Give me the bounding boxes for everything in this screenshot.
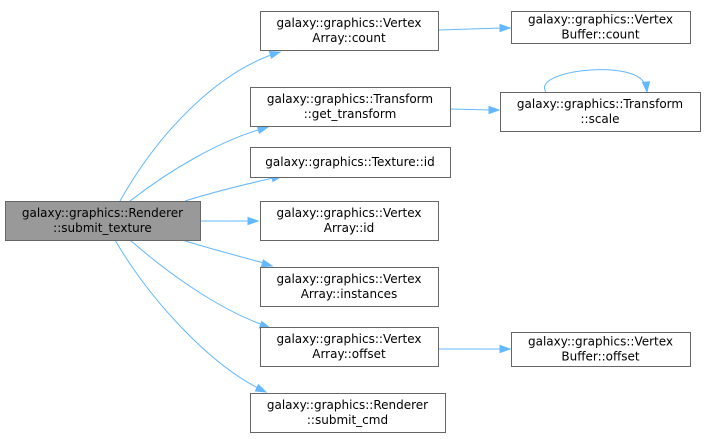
node-box <box>260 201 439 241</box>
node-label-line: Array::count <box>312 31 386 45</box>
node-box <box>5 201 201 241</box>
arrowhead <box>256 125 270 135</box>
edge-line <box>129 126 269 202</box>
arrowhead <box>260 259 274 268</box>
node-box <box>260 267 439 307</box>
node-label-line: ::submit_texture <box>53 221 152 235</box>
node-label-line: galaxy::graphics::Vertex <box>276 206 421 220</box>
node-box <box>250 393 446 433</box>
node-box <box>260 327 439 367</box>
edge-va_count-to-vb_count <box>437 23 512 33</box>
edge-root-to-va_offset <box>129 239 272 329</box>
node-label-line: galaxy::graphics::Vertex <box>276 16 421 30</box>
edge-root-to-tex_id <box>184 174 284 202</box>
edge-root-to-tf_get <box>129 125 270 202</box>
node-tf-scale[interactable]: galaxy::graphics::Transform::scale <box>500 92 701 132</box>
node-label-line: galaxy::graphics::Renderer <box>22 206 183 220</box>
node-label-line: ::get_transform <box>304 107 397 121</box>
node-root[interactable]: galaxy::graphics::Renderer::submit_textu… <box>5 201 201 241</box>
arrowhead <box>488 105 501 115</box>
node-label-line: Array::id <box>324 221 374 235</box>
arrowhead <box>268 50 282 60</box>
edge-tf_get-to-tf_scale <box>449 105 501 115</box>
node-label-line: Array::instances <box>301 287 398 301</box>
edge-tf_scale-to-tf_scale <box>543 69 651 94</box>
arrowhead <box>254 383 268 393</box>
node-box <box>500 92 701 132</box>
edge-line <box>543 69 646 93</box>
edges-layer <box>114 23 651 393</box>
node-label-line: galaxy::graphics::Vertex <box>528 13 673 27</box>
edge-root-to-va_count <box>119 50 282 202</box>
edge-line <box>184 175 283 202</box>
edge-root-to-va_id <box>200 216 260 226</box>
node-label-line: galaxy::graphics::Renderer <box>267 398 428 412</box>
node-label-line: galaxy::graphics::Vertex <box>276 272 421 286</box>
edge-line <box>129 239 267 327</box>
node-submit-cmd[interactable]: galaxy::graphics::Renderer::submit_cmd <box>250 393 446 433</box>
node-label-line: Array::offset <box>312 347 386 361</box>
node-label-line: ::scale <box>580 112 619 126</box>
edge-line <box>449 108 493 111</box>
node-label-line: Buffer::offset <box>561 350 640 364</box>
node-box <box>250 147 451 178</box>
node-label-line: galaxy::graphics::Vertex <box>276 332 421 346</box>
node-box <box>511 332 691 367</box>
node-label-line: galaxy::graphics::Transform <box>267 92 433 106</box>
arrowhead <box>641 81 651 94</box>
arrowhead <box>247 216 260 226</box>
node-box <box>260 11 439 51</box>
edge-line <box>114 239 263 391</box>
node-label-line: Buffer::count <box>561 28 639 42</box>
node-tex-id[interactable]: galaxy::graphics::Texture::id <box>250 147 451 178</box>
node-tf-get[interactable]: galaxy::graphics::Transform::get_transfo… <box>250 87 451 127</box>
edge-line <box>437 27 504 31</box>
edge-root-to-va_inst <box>181 239 274 268</box>
edge-va_offset-to-vb_offset <box>438 344 512 354</box>
edge-line <box>181 239 269 265</box>
node-box <box>250 87 451 127</box>
node-label-line: ::submit_cmd <box>307 413 388 427</box>
node-label-line: galaxy::graphics::Transform <box>517 97 683 111</box>
edge-root-to-submit_cmd <box>114 239 268 393</box>
arrowhead <box>499 344 512 354</box>
node-label-line: galaxy::graphics::Vertex <box>528 335 673 349</box>
nodes-layer: galaxy::graphics::Renderer::submit_textu… <box>5 11 701 433</box>
node-label-line: galaxy::graphics::Texture::id <box>265 155 434 169</box>
node-box <box>511 11 691 44</box>
arrowhead <box>499 23 512 33</box>
edge-line <box>119 51 281 202</box>
